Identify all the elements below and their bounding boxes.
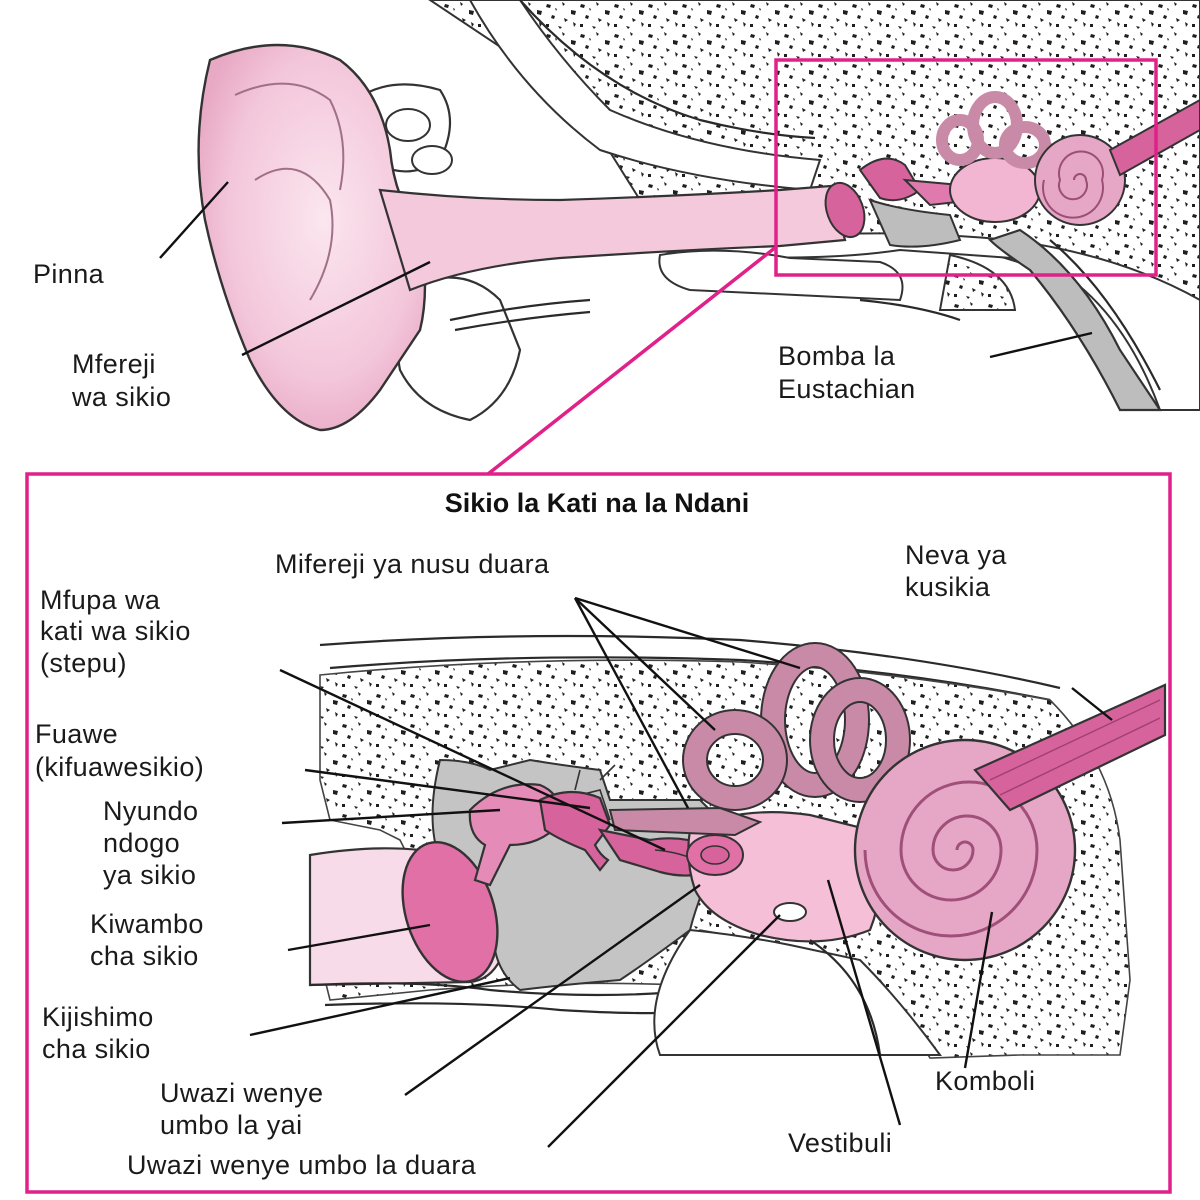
label-incus-line2: (kifuawesikio) bbox=[35, 752, 204, 782]
zoom-connector bbox=[486, 245, 778, 476]
label-ear-canal-line2: wa sikio bbox=[71, 382, 171, 412]
label-oval-window-line1: Uwazi wenye bbox=[160, 1078, 323, 1108]
inset-eardrum bbox=[401, 840, 499, 984]
inset-title: Sikio la Kati na la Ndani bbox=[445, 488, 750, 518]
incus-bone bbox=[538, 790, 612, 872]
pinna-shape bbox=[197, 43, 427, 432]
label-eustachian-line2: Eustachian bbox=[778, 374, 916, 404]
label-eardrum-line1: Kiwambo bbox=[90, 909, 204, 939]
zoom-frame bbox=[774, 58, 1158, 277]
inset-illustration bbox=[308, 634, 1167, 1059]
round-window bbox=[773, 902, 807, 922]
label-canal-line1: Kijishimo bbox=[42, 1002, 154, 1032]
label-auditory-nerve-line1: Neva ya bbox=[905, 540, 1007, 570]
label-stapes-line2: kati wa sikio bbox=[40, 616, 191, 646]
label-oval-window-line2: umbo la yai bbox=[160, 1110, 302, 1140]
label-malleus-line1: Nyundo bbox=[103, 796, 198, 826]
label-malleus-line2: ndogo bbox=[103, 828, 180, 858]
label-malleus-line3: ya sikio bbox=[103, 860, 196, 890]
label-incus-line1: Fuawe bbox=[35, 719, 118, 749]
semicircular-canals bbox=[682, 642, 911, 811]
label-pinna: Pinna bbox=[33, 259, 105, 289]
label-semicircular-canals: Mifereji ya nusu duara bbox=[275, 549, 550, 579]
eustachian-tube bbox=[987, 228, 1163, 412]
label-eustachian-line1: Bomba la bbox=[778, 341, 896, 371]
cochlea-spiral bbox=[863, 780, 1039, 938]
label-eardrum-line2: cha sikio bbox=[90, 941, 199, 971]
label-round-window: Uwazi wenye umbo la duara bbox=[127, 1150, 477, 1180]
overview-illustration bbox=[197, 0, 1200, 432]
label-ear-canal-line1: Mfereji bbox=[72, 349, 156, 379]
label-cochlea: Komboli bbox=[935, 1066, 1035, 1096]
label-stapes-line1: Mfupa wa bbox=[40, 585, 161, 615]
auditory-nerve bbox=[973, 683, 1167, 812]
label-vestibule: Vestibuli bbox=[788, 1128, 892, 1158]
label-stapes-line3: (stepu) bbox=[40, 648, 127, 678]
label-canal-line2: cha sikio bbox=[42, 1034, 151, 1064]
eardrum-small bbox=[824, 181, 866, 239]
label-auditory-nerve-line2: kusikia bbox=[905, 572, 991, 602]
inset-leader-lines bbox=[249, 596, 1113, 1148]
